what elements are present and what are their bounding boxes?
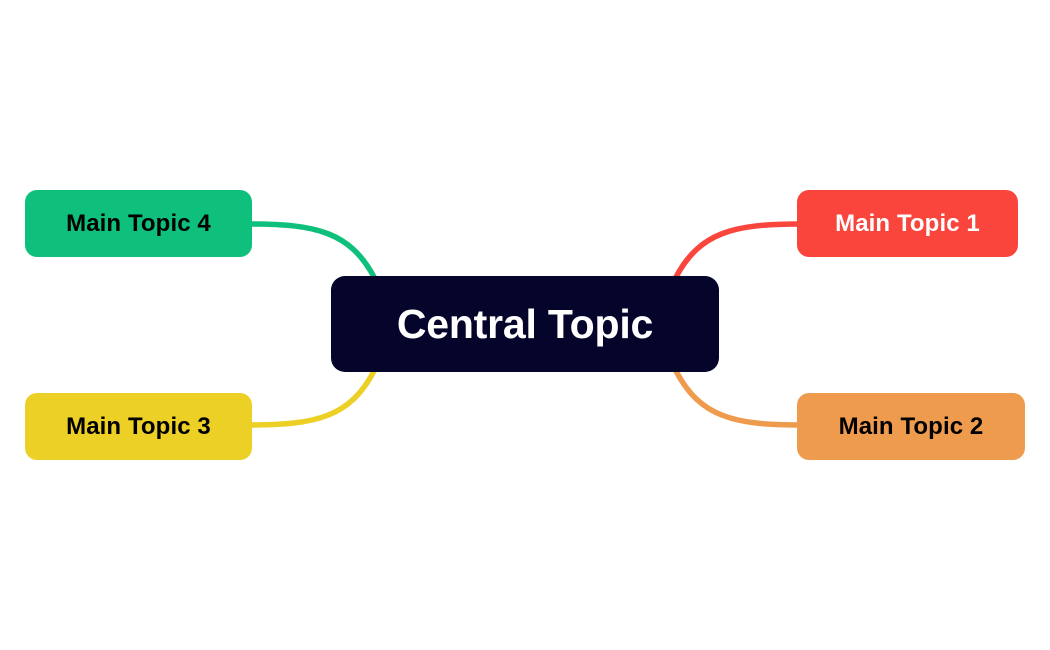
main-topic-2-node[interactable]: Main Topic 2 (797, 393, 1025, 460)
central-topic-node[interactable]: Central Topic (331, 276, 719, 372)
connector-central-to-topic-4 (247, 221, 377, 280)
main-topic-2-label: Main Topic 2 (838, 412, 984, 440)
connector-central-to-topic-1 (673, 221, 803, 280)
main-topic-3-label: Main Topic 3 (66, 412, 211, 440)
connector-central-to-topic-3 (247, 368, 377, 428)
connector-central-to-topic-2 (673, 368, 803, 428)
main-topic-4-label: Main Topic 4 (66, 209, 211, 237)
main-topic-4-node[interactable]: Main Topic 4 (25, 190, 252, 257)
main-topic-3-node[interactable]: Main Topic 3 (25, 393, 252, 460)
central-topic-label: Central Topic (396, 300, 654, 347)
main-topic-1-node[interactable]: Main Topic 1 (797, 190, 1018, 257)
main-topic-1-label: Main Topic 1 (835, 209, 980, 237)
